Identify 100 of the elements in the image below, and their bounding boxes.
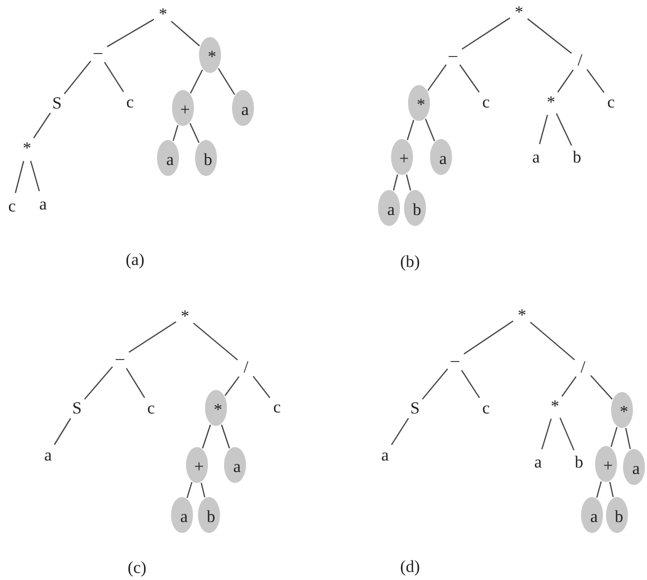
highlighted-oval [199, 37, 221, 73]
tree-edge [610, 426, 618, 448]
operand-text: b [572, 452, 586, 472]
operand-text: S [408, 398, 422, 418]
operand-text: * [544, 92, 558, 112]
tree-edge [557, 70, 574, 92]
tree-edge [33, 112, 51, 138]
operand-text: S [50, 94, 64, 112]
operand-text: a [581, 497, 607, 535]
tree-edge [84, 366, 113, 400]
highlighted-oval [198, 497, 220, 533]
tree-edge [200, 482, 206, 498]
operand-text: b [606, 497, 632, 535]
operand-text: / [242, 358, 250, 376]
panel-caption: (c) [128, 558, 146, 578]
tree-edge [224, 376, 240, 396]
operand-text: c [480, 92, 492, 112]
tree-edge [538, 114, 548, 144]
tree-edge [193, 322, 238, 360]
tree-edge [527, 18, 572, 54]
operand-text: * [512, 2, 526, 22]
operand-text: / [576, 50, 584, 70]
tree-edge [126, 368, 146, 398]
highlighted-oval [171, 497, 193, 533]
operand-text: a [379, 446, 391, 464]
operand-text: * [205, 390, 231, 428]
operand-text: * [199, 37, 225, 75]
tree-edge [609, 482, 614, 498]
operand-text: * [611, 392, 637, 430]
operand-text: c [480, 398, 492, 418]
operand-text: a [430, 139, 456, 177]
tree-edge [392, 174, 398, 191]
tree-edge [391, 418, 409, 446]
operand-text: a [530, 148, 542, 166]
operand-text: / [578, 358, 588, 376]
tree-edge [252, 376, 270, 398]
operand-text: b [570, 148, 584, 166]
operand-text: – [446, 46, 460, 64]
operand-text: * [20, 138, 34, 158]
tree-edge [561, 376, 577, 397]
tree-edge [221, 424, 230, 448]
tree-edge [202, 424, 211, 448]
operand-text: a [171, 497, 197, 535]
tree-edge [464, 320, 514, 355]
operand-text: S [70, 398, 84, 418]
tree-edge [424, 118, 436, 142]
tree-edge [14, 160, 24, 194]
tree-edge [186, 482, 192, 498]
operand-text: a [157, 140, 183, 178]
tree-edge [462, 17, 510, 50]
operand-text: – [114, 348, 126, 368]
tree-edge [128, 321, 176, 353]
operand-text: * [178, 306, 192, 326]
tree-edge [422, 368, 448, 400]
tree-edge [189, 123, 200, 143]
highlighted-oval [195, 140, 217, 176]
tree-edge [406, 120, 414, 140]
operand-text: * [516, 306, 528, 324]
highlighted-oval [606, 497, 628, 533]
tree-edge [54, 418, 72, 445]
operand-text: – [448, 350, 462, 370]
operand-text: b [404, 190, 430, 228]
tree-edge [459, 64, 480, 93]
operand-text: * [408, 85, 434, 123]
operand-text: a [232, 90, 258, 128]
operand-text: c [145, 398, 157, 418]
highlighted-oval [224, 447, 246, 483]
operand-text: b [198, 497, 224, 535]
highlighted-oval [611, 392, 633, 428]
tree-edge [106, 18, 154, 48]
operand-text: a [37, 194, 49, 214]
operand-text: * [548, 396, 562, 416]
operand-text: + [595, 446, 621, 484]
highlighted-oval [391, 139, 413, 175]
operand-text: a [623, 449, 647, 487]
highlighted-oval [378, 190, 400, 226]
tree-edge [64, 60, 92, 94]
operand-text: c [271, 398, 283, 416]
tree-edge [170, 20, 200, 46]
tree-edge [218, 68, 236, 95]
operand-text: c [6, 196, 18, 216]
operand-text: + [391, 139, 417, 177]
tree-edge [586, 69, 604, 93]
panel-caption: (d) [400, 557, 420, 577]
operand-text: a [532, 452, 544, 472]
highlighted-oval [172, 90, 194, 126]
tree-edge [560, 418, 574, 450]
operand-text: + [172, 90, 198, 128]
panel-caption: (a) [126, 250, 144, 270]
highlighted-oval [186, 447, 208, 483]
highlighted-oval [157, 140, 179, 176]
operand-text: + [186, 447, 212, 485]
tree-edge [190, 69, 204, 94]
operand-text: c [124, 92, 136, 112]
tree-edge [461, 370, 480, 398]
highlighted-oval [581, 497, 603, 533]
tree-edge [541, 418, 552, 450]
operand-text: b [195, 140, 221, 178]
highlighted-oval [205, 390, 227, 426]
panel-caption: (b) [400, 252, 420, 272]
